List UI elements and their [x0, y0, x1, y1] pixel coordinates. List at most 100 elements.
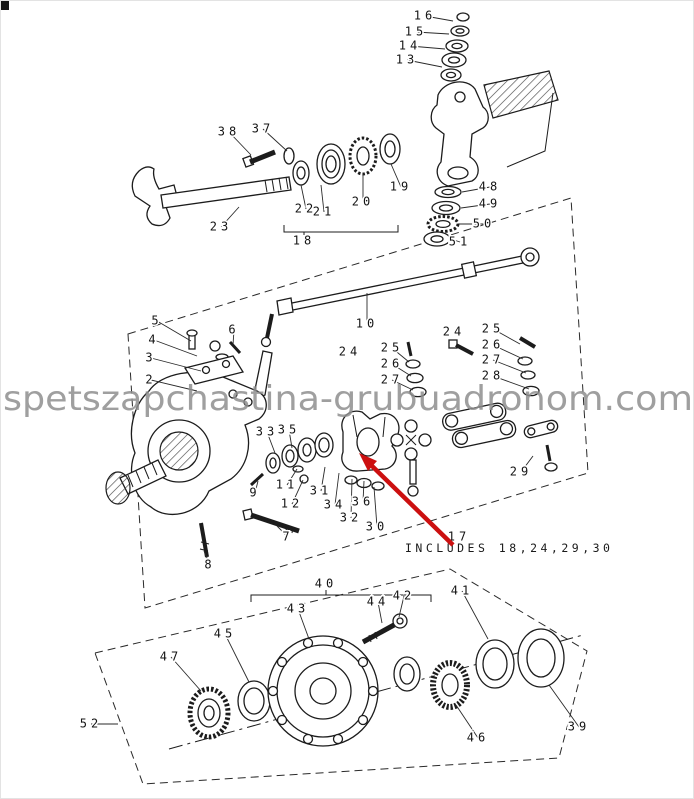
spacer-ring	[393, 656, 421, 692]
leader-line-22	[300, 184, 307, 210]
bolt-threads	[285, 524, 294, 534]
small-washer	[292, 465, 304, 473]
leader-line-26	[391, 363, 412, 377]
link-plate	[451, 419, 517, 449]
part-label-28: 28	[482, 369, 504, 383]
part-label-48: 48	[479, 180, 501, 194]
bolt-shank	[361, 622, 396, 645]
yoke-bore	[356, 427, 380, 457]
stud-threads	[199, 541, 210, 552]
stud-hole	[302, 733, 314, 745]
leader-line-25	[492, 328, 521, 345]
nut	[456, 12, 470, 22]
bracket-18	[283, 225, 399, 233]
u-joint-spider	[390, 419, 432, 461]
washer	[409, 386, 427, 398]
spider-cap	[404, 419, 418, 433]
link-plate	[442, 402, 507, 431]
washer	[344, 475, 358, 485]
rod-eye-hole	[525, 252, 535, 262]
leader-line-37	[262, 128, 288, 152]
leader-line-27	[492, 359, 527, 374]
outer-bearing-cone	[430, 660, 470, 710]
part-label-35: 35	[278, 423, 300, 437]
bolt-shank	[249, 149, 276, 165]
part-label-46: 46	[467, 731, 489, 745]
bolt-shank	[518, 336, 537, 349]
spider-cap	[404, 447, 418, 461]
ring-inner	[526, 638, 556, 678]
pivot-ball	[407, 485, 419, 497]
ring-inner	[482, 647, 508, 681]
lower-washers	[344, 475, 385, 491]
plate-hole	[499, 422, 514, 436]
part-label-3: 3	[145, 351, 156, 365]
hub-seal	[517, 628, 565, 688]
leader-line-35	[288, 429, 293, 449]
plate-hole	[221, 359, 231, 369]
part-label-36: 36	[352, 495, 374, 509]
leader-line-30	[373, 486, 378, 528]
part-label-50: 50	[473, 217, 495, 231]
leader-line-16	[424, 15, 454, 22]
part-label-12: 12	[281, 497, 303, 511]
upper-kingpin-parts	[183, 329, 245, 385]
leader-line-39	[548, 684, 580, 728]
leader-line-7	[276, 525, 289, 538]
wheel-hub	[267, 635, 379, 747]
leader-line-31	[320, 466, 326, 492]
part-label-2: 2	[145, 373, 156, 387]
yoke-hole	[454, 91, 466, 103]
stub-end	[105, 471, 131, 505]
bearing-bore	[356, 146, 370, 166]
part-label-10: 10	[356, 317, 378, 331]
leader-line-49	[460, 203, 491, 209]
plate-hole	[444, 414, 459, 428]
stud-hole	[367, 685, 379, 697]
shaft-splines	[264, 176, 289, 193]
scan-artifact-dot	[1, 1, 9, 10]
part-label-39: 39	[568, 720, 590, 734]
spider-cross	[405, 434, 417, 446]
stud-hole	[357, 714, 369, 726]
leader-line-44	[377, 601, 383, 624]
part-label-4: 4	[148, 333, 159, 347]
washer-hole	[455, 28, 465, 34]
leader-line-33	[266, 431, 276, 454]
part-label-40: 40	[315, 577, 337, 591]
slip-yoke	[131, 166, 179, 227]
part-label-31: 31	[310, 484, 332, 498]
ring-inner	[399, 663, 415, 685]
hub-assembly	[168, 613, 584, 750]
ball-stud	[265, 313, 274, 339]
drive-shaft	[160, 176, 292, 209]
part-label-26: 26	[381, 357, 403, 371]
part-label-42: 42	[393, 589, 415, 603]
part-label-27: 27	[482, 353, 504, 367]
part-label-37: 37	[252, 122, 274, 136]
leader-line-26	[492, 344, 524, 360]
upper-washer-stack	[405, 341, 427, 398]
leader-line-9	[254, 480, 259, 494]
stud-bolt	[199, 522, 209, 558]
leader-line-29	[520, 455, 534, 473]
link-hole	[527, 427, 536, 436]
pointer-arrow-head	[359, 453, 377, 471]
leader-line-4	[153, 339, 198, 357]
steering-knuckle-assembly	[105, 350, 273, 516]
leader-line-42	[398, 595, 405, 618]
part-label-14: 14	[399, 39, 421, 53]
spider-cap	[390, 433, 404, 447]
stud-hole	[332, 637, 344, 649]
leader-line-27	[391, 379, 414, 391]
leader-line-15	[415, 31, 450, 35]
part-label-20: 20	[352, 195, 374, 209]
ring-hole	[285, 449, 295, 463]
part-label-52: 52	[80, 717, 102, 731]
long-bolt	[250, 512, 300, 534]
ring-inner	[296, 166, 306, 180]
ball-stud	[545, 444, 552, 462]
washer	[517, 356, 533, 366]
part-label-7: 7	[282, 530, 293, 544]
